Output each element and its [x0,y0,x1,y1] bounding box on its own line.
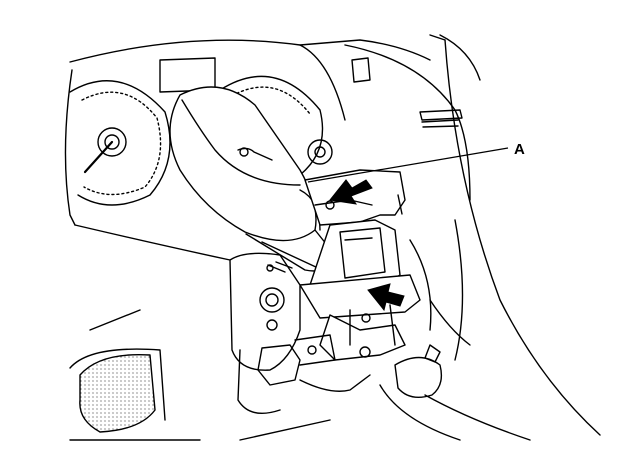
callout-a-leader-line [307,147,509,183]
release-arrow-upper [329,179,373,205]
instrument-cluster [69,75,333,206]
callout-a: A [307,141,525,183]
shift-area [379,109,531,441]
callout-a-label: A [514,141,525,158]
release-arrow-lower [367,283,405,312]
dashboard-outline [64,34,481,441]
switch-assembly [299,169,441,363]
lower-column-housing [229,252,371,414]
windshield-pillar [429,34,601,436]
knee-panel [69,348,201,441]
